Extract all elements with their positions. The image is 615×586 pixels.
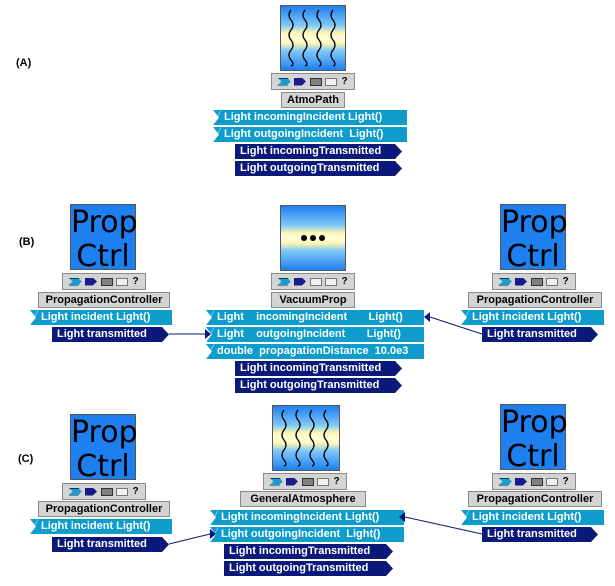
vacuum-prop-port-incoming-transmitted[interactable]: Light incomingTransmitted [235, 361, 402, 376]
vacuum-prop-toolbar: ? [271, 273, 355, 290]
window-icon[interactable] [309, 277, 322, 286]
parameter-icon[interactable] [530, 277, 543, 286]
general-atmosphere-port-outgoing-transmitted[interactable]: Light outgoingTransmitted [224, 561, 393, 576]
wire-right-controller-to-atmosphere-incoming[interactable] [404, 516, 483, 535]
output-port-icon[interactable] [85, 487, 97, 496]
wire-arrow-icon [399, 512, 405, 522]
controller-title[interactable]: PropagationController [468, 491, 602, 507]
controller-title[interactable]: PropagationController [38, 501, 170, 517]
general-atmosphere-icon[interactable] [272, 405, 340, 471]
atmo-path-icon[interactable] [280, 5, 346, 71]
help-icon[interactable]: ? [341, 75, 348, 87]
vacuum-prop-port-outgoing-transmitted[interactable]: Light outgoingTransmitted [235, 378, 402, 393]
parameter-icon[interactable] [100, 277, 113, 286]
vacuum-prop-title[interactable]: VacuumProp [271, 292, 355, 308]
vacuum-prop-port-propagation-distance[interactable]: double propagationDistance 10.0e3 [206, 344, 424, 359]
section-label-a: (A) [16, 57, 32, 69]
atmosphere-wave-icon [273, 406, 339, 470]
window-icon[interactable] [317, 477, 329, 486]
propagation-controller-icon[interactable]: Prop Ctrl [500, 204, 568, 274]
window-icon[interactable] [325, 277, 337, 286]
wire-right-controller-to-vacuum-incoming[interactable] [429, 316, 483, 335]
atmo-path-toolbar: ? [271, 73, 355, 90]
window-icon[interactable] [546, 477, 558, 486]
controller-port-transmitted[interactable]: Light transmitted [482, 327, 598, 342]
wire-arrow-icon [205, 329, 211, 339]
parameter-icon[interactable] [100, 487, 113, 496]
output-port-icon[interactable] [294, 77, 306, 86]
output-port-icon[interactable] [515, 277, 527, 286]
controller-toolbar: ? [62, 483, 146, 500]
help-icon[interactable]: ? [132, 485, 139, 497]
wire-left-controller-to-atmosphere-outgoing[interactable] [168, 533, 211, 545]
propagation-controller-icon[interactable]: Prop Ctrl [70, 414, 138, 484]
parameter-icon[interactable] [301, 477, 314, 486]
section-label-b: (B) [19, 236, 35, 248]
atmo-path-port-outgoing-transmitted[interactable]: Light outgoingTransmitted [235, 161, 402, 176]
help-icon[interactable]: ? [562, 475, 569, 487]
atmo-path-port-incoming-incident[interactable]: Light incomingIncident Light() [213, 110, 407, 125]
help-icon[interactable]: ? [341, 275, 348, 287]
output-port-icon[interactable] [294, 277, 306, 286]
atmosphere-wave-icon [281, 6, 345, 70]
wire-arrow-icon [424, 312, 430, 322]
window-icon[interactable] [325, 77, 337, 86]
help-icon[interactable]: ? [562, 275, 569, 287]
help-icon[interactable]: ? [132, 275, 139, 287]
atmo-path-port-incoming-transmitted[interactable]: Light incomingTransmitted [235, 144, 402, 159]
window-icon[interactable] [546, 277, 558, 286]
general-atmosphere-port-outgoing-incident[interactable]: Light outgoingIncident Light() [210, 527, 404, 542]
general-atmosphere-toolbar: ? [263, 473, 347, 490]
help-icon[interactable]: ? [333, 475, 340, 487]
controller-port-transmitted[interactable]: Light transmitted [482, 527, 598, 542]
vacuum-prop-port-outgoing-incident[interactable]: Light outgoingIncident Light() [206, 327, 424, 342]
controller-title[interactable]: PropagationController [38, 292, 170, 308]
window-icon[interactable] [116, 487, 128, 496]
controller-port-incident[interactable]: Light incident Light() [30, 310, 172, 325]
window-icon[interactable] [116, 277, 128, 286]
vacuum-prop-icon[interactable] [280, 205, 346, 271]
wire-arrow-icon [210, 529, 216, 539]
parameter-icon[interactable] [530, 477, 543, 486]
vacuum-icon [281, 206, 345, 270]
controller-port-transmitted[interactable]: Light transmitted [52, 327, 169, 342]
propagation-controller-icon[interactable]: Prop Ctrl [70, 204, 138, 274]
controller-port-transmitted[interactable]: Light transmitted [52, 537, 169, 552]
section-label-c: (C) [18, 453, 34, 465]
general-atmosphere-port-incoming-incident[interactable]: Light incomingIncident Light() [210, 510, 404, 525]
atmo-path-port-outgoing-incident[interactable]: Light outgoingIncident Light() [213, 127, 407, 142]
output-port-icon[interactable] [515, 477, 527, 486]
output-port-icon[interactable] [286, 477, 298, 486]
atmo-path-title[interactable]: AtmoPath [281, 92, 345, 108]
general-atmosphere-title[interactable]: GeneralAtmosphere [240, 491, 366, 507]
controller-toolbar: ? [62, 273, 146, 290]
controller-title[interactable]: PropagationController [468, 292, 602, 308]
controller-toolbar: ? [492, 473, 576, 490]
general-atmosphere-port-incoming-transmitted[interactable]: Light incomingTransmitted [224, 544, 393, 559]
propagation-controller-icon[interactable]: Prop Ctrl [500, 404, 568, 474]
output-port-icon[interactable] [85, 277, 97, 286]
controller-toolbar: ? [492, 273, 576, 290]
parameter-icon[interactable] [309, 77, 322, 86]
controller-port-incident[interactable]: Light incident Light() [30, 519, 172, 534]
